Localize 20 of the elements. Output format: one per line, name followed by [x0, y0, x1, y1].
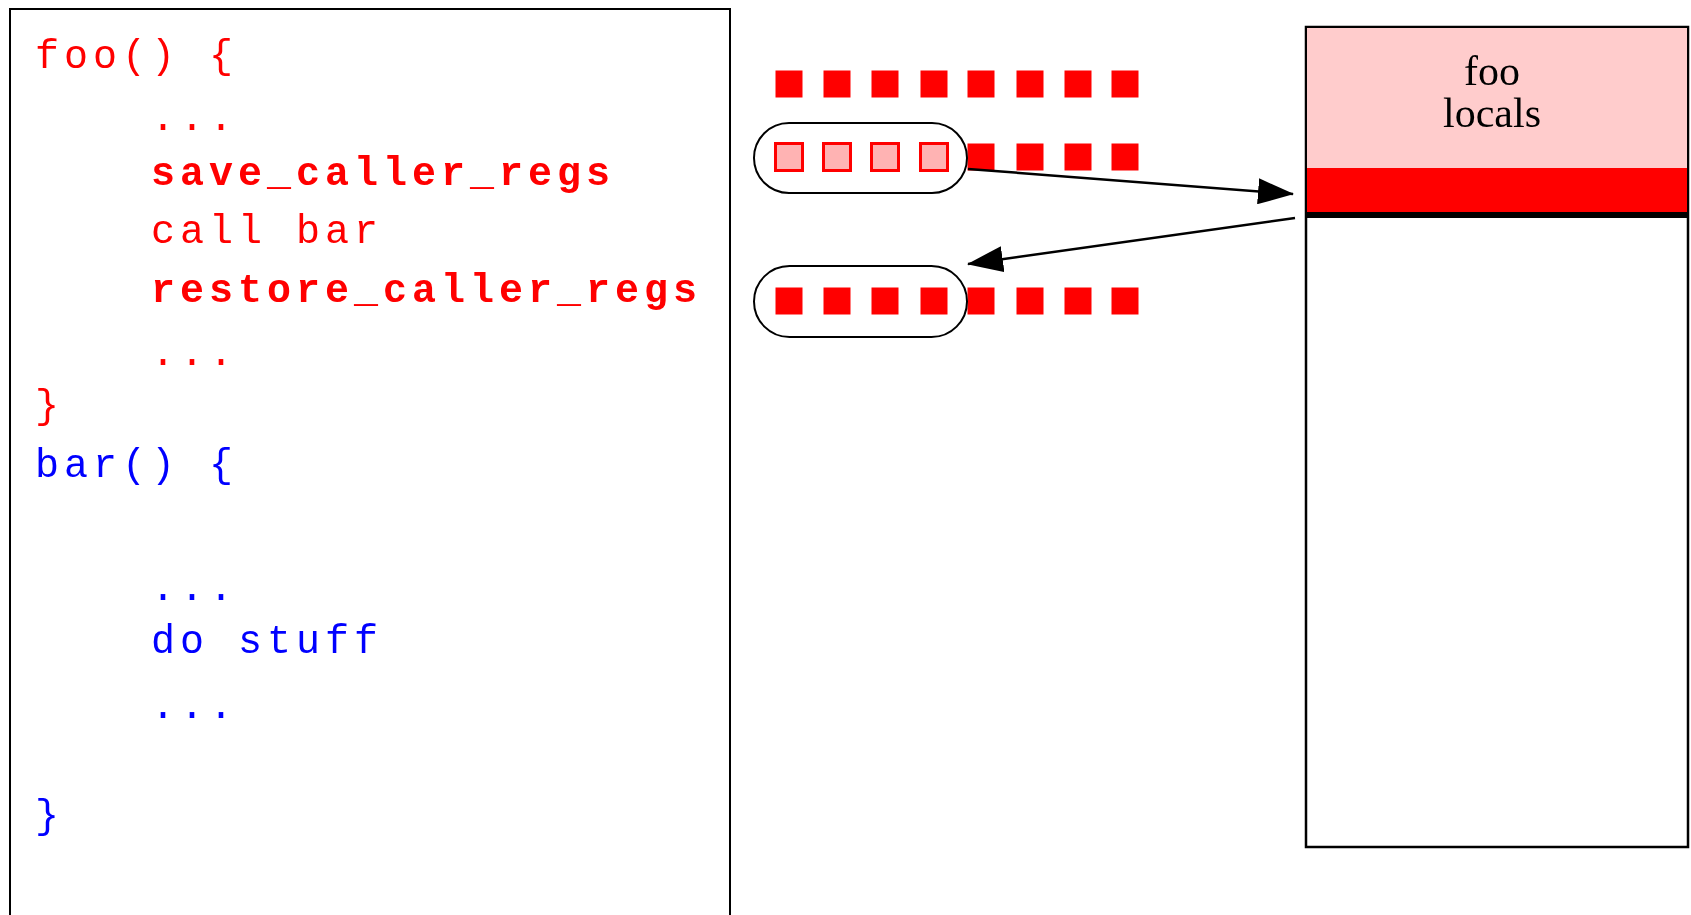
code-line: ... [151, 688, 238, 728]
code-line: save_caller_regs [151, 155, 616, 195]
code-line: ... [151, 335, 238, 375]
code-line: ... [151, 100, 238, 140]
saved-registers-band [1307, 168, 1687, 218]
code-line: restore_caller_regs [151, 272, 703, 312]
code-line: call bar [151, 213, 384, 253]
code-line: } [35, 388, 64, 428]
code-panel [9, 8, 731, 915]
frame-label: foo locals [1442, 50, 1542, 134]
arrow [967, 216, 1296, 272]
code-line: foo() { [35, 38, 239, 78]
code-line: ... [151, 570, 238, 610]
code-line: do stuff [151, 623, 384, 663]
stack-frame [1307, 28, 1687, 168]
code-line: bar() { [35, 447, 239, 487]
arrow [967, 167, 1294, 205]
code-line: } [35, 798, 64, 838]
restored-registers-pill [753, 265, 968, 338]
saved-registers-pill [753, 122, 968, 194]
